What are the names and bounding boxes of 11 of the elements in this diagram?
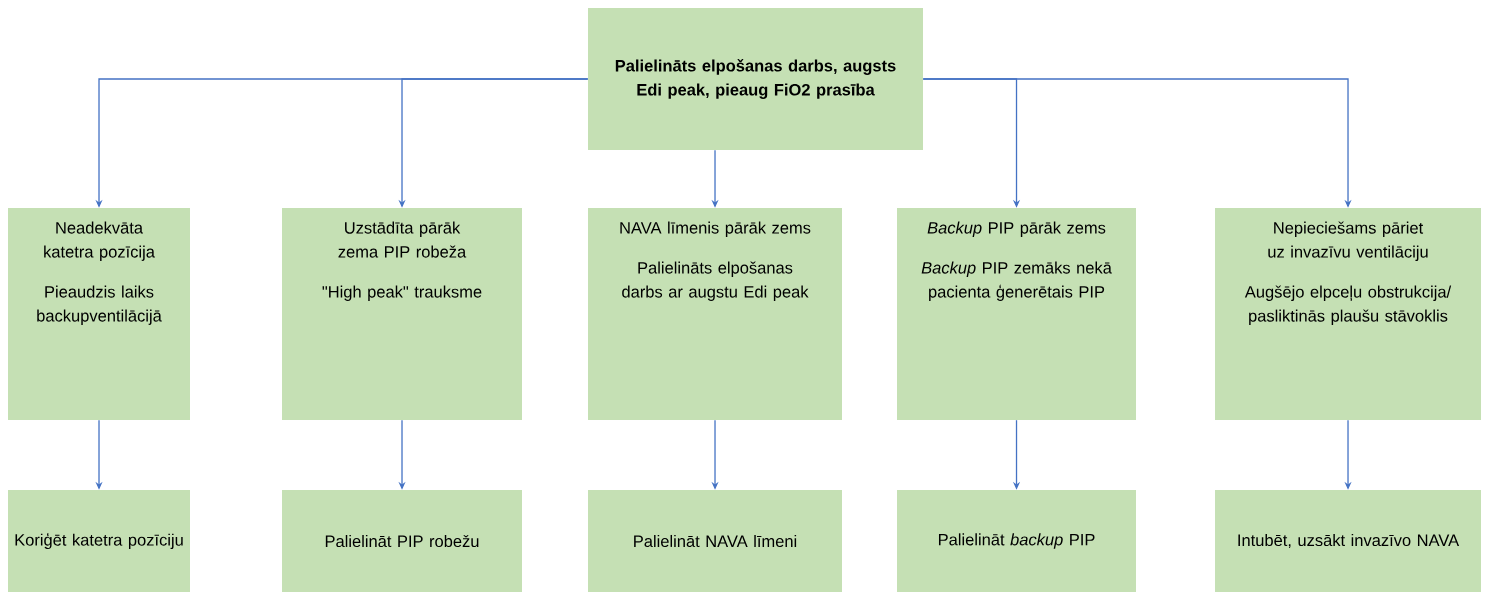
cause-box: Neadekvāta katetra pozīcija Pieaudzis laiks backupventilācijā bbox=[8, 208, 190, 420]
action-box: Palielināt PIP robežu bbox=[282, 490, 522, 592]
action-box: Intubēt, uzsākt invazīvo NAVA bbox=[1215, 490, 1481, 592]
problem-box: Palielināts elpošanas darbs, augsts Edi peak, pieaug FiO2 prasība bbox=[588, 8, 923, 150]
cause-box: Backup PIP pārāk zems Backup PIP zemāks nekā pacienta ģenerētais PIP bbox=[897, 208, 1136, 420]
cause-box: Uzstādīta pārāk zema PIP robeža "High peak" trauksme bbox=[282, 208, 522, 420]
cause-box: NAVA līmenis pārāk zems Palielināts elpošanas darbs ar augstu Edi peak bbox=[588, 208, 842, 420]
cause-box: Nepieciešams pāriet uz invazīvu ventilāciju Augšējo elpceļu obstrukcija/ pasliktinās plaušu stāvoklis bbox=[1215, 208, 1481, 420]
action-box: Palielināt backup PIP bbox=[897, 490, 1136, 592]
action-box: Koriģēt katetra pozīciju bbox=[8, 490, 190, 592]
action-box: Palielināt NAVA līmeni bbox=[588, 490, 842, 592]
